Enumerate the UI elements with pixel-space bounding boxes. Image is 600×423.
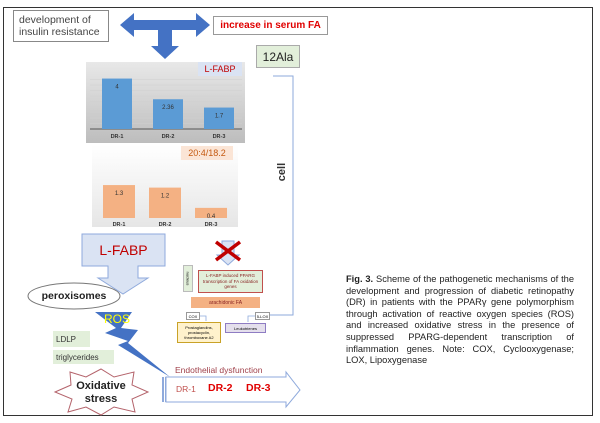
bar-value-label: 4 bbox=[115, 85, 119, 91]
stage-dr3: DR-3 bbox=[246, 382, 271, 394]
bar-value-label: 1.2 bbox=[161, 194, 170, 200]
nucleus-label: nucleus bbox=[185, 271, 191, 286]
category-label: DR-1 bbox=[113, 222, 126, 228]
category-label: DR-2 bbox=[162, 134, 175, 140]
peroxisomes-ellipse bbox=[27, 282, 121, 310]
cross-icon bbox=[214, 240, 242, 262]
ldlp-box: LDLP bbox=[53, 331, 90, 347]
chart2-title: 20:4/18.2 bbox=[181, 146, 233, 160]
figure-caption: Fig. 3. Scheme of the pathogenetic mecha… bbox=[346, 274, 574, 367]
bar bbox=[153, 99, 183, 129]
category-label: DR-3 bbox=[205, 222, 218, 228]
stage-dr2: DR-2 bbox=[208, 382, 233, 394]
bar bbox=[204, 107, 234, 129]
bar bbox=[103, 185, 135, 218]
lox-arrow-icon bbox=[247, 315, 255, 322]
caption-lead: Fig. 3. bbox=[346, 274, 374, 284]
ros-label: ROS bbox=[103, 311, 130, 326]
progression-arrow-tail bbox=[165, 377, 167, 402]
cox-arrow-icon bbox=[200, 315, 207, 321]
bar-value-label: 1.3 bbox=[115, 191, 124, 197]
chart-bars: 4DR-12.36DR-21.7DR-31.3DR-11.2DR-20.4DR-… bbox=[102, 78, 234, 228]
chart1-title: L-FABP bbox=[198, 62, 242, 76]
triglycerides-box: triglycerides bbox=[53, 350, 114, 364]
progression-arrow bbox=[165, 370, 301, 409]
peroxisomes-label: peroxisomes bbox=[41, 290, 107, 302]
stage-dr1: DR-1 bbox=[176, 384, 196, 394]
category-label: DR-1 bbox=[111, 134, 124, 140]
caption-text: Scheme of the pathogenetic mechanisms of… bbox=[346, 274, 574, 366]
leukotrienes-box: Leukotrienes bbox=[225, 323, 266, 333]
category-label: DR-3 bbox=[213, 134, 226, 140]
lfabp-label: L-FABP bbox=[99, 242, 148, 258]
prostaglandins-box: Prostaglandins, prostacyclin, thromboxan… bbox=[177, 322, 221, 343]
lfabp-down-arrow bbox=[81, 233, 166, 295]
oxidative-stress-star bbox=[53, 368, 150, 416]
double-arrow-icon bbox=[120, 13, 210, 59]
bar-value-label: 1.7 bbox=[215, 114, 224, 120]
cell-label: cell bbox=[276, 162, 288, 182]
endothelial-label: Endothelial dysfunction bbox=[175, 365, 263, 375]
arachidonic-box: arachidonic FA bbox=[191, 297, 260, 308]
nucleus-box: nucleus bbox=[183, 265, 193, 292]
cox-box: COX bbox=[186, 312, 200, 320]
insulin-resistance-box: development of insulin resistance bbox=[13, 10, 109, 42]
progression-arrow-tail bbox=[162, 377, 164, 402]
bar bbox=[195, 207, 227, 218]
bar-value-label: 0.4 bbox=[207, 214, 216, 220]
lox-box: 5-LOX bbox=[255, 312, 270, 320]
lfabp-induced-box: L-FABP induced PPARG transcription of FA… bbox=[198, 270, 263, 293]
bar bbox=[149, 187, 181, 218]
oxidative-stress-label: Oxidative stress bbox=[76, 380, 126, 405]
figure-frame bbox=[3, 7, 593, 416]
cell-bracket bbox=[265, 75, 294, 316]
serum-fa-box: increase in serum FA bbox=[213, 16, 328, 35]
bar-value-label: 2.36 bbox=[162, 105, 174, 111]
genotype-box: 12Ala bbox=[256, 45, 300, 68]
category-label: DR-2 bbox=[159, 222, 172, 228]
bar bbox=[102, 78, 132, 129]
